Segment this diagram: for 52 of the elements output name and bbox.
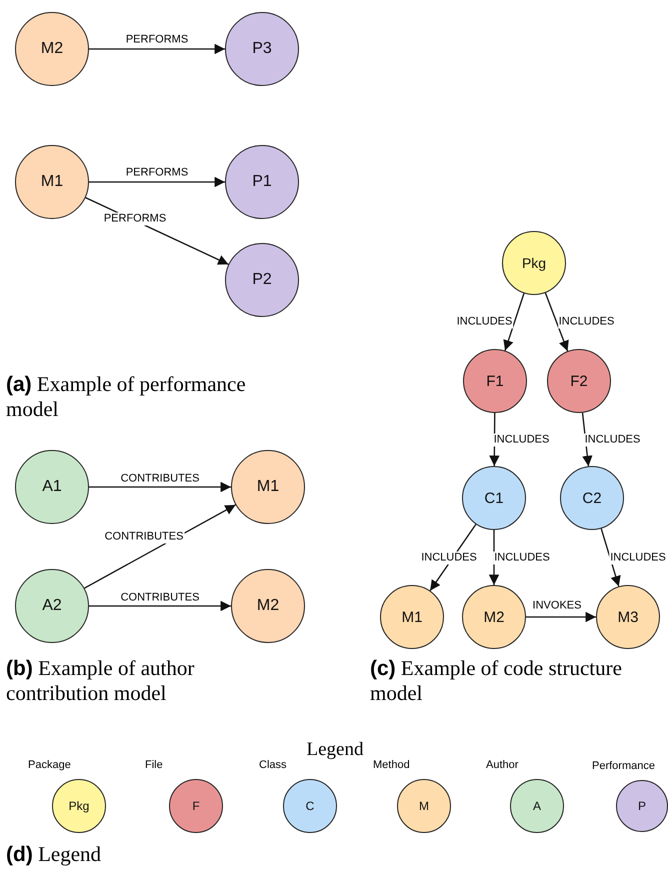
arrow bbox=[503, 293, 525, 351]
arrow bbox=[544, 292, 569, 352]
node-circle: Pkg bbox=[502, 231, 566, 295]
figure-caption: (d) Legend bbox=[6, 842, 102, 867]
legend-circle: C bbox=[283, 779, 337, 833]
node-circle: A2 bbox=[15, 569, 89, 643]
node-caption: Author bbox=[486, 759, 518, 771]
edge-label: CONTRIBUTES bbox=[104, 530, 184, 543]
edge-label: INCLUDES bbox=[492, 433, 550, 446]
arrow bbox=[600, 528, 621, 587]
arrow bbox=[89, 482, 231, 492]
node-circle: M1 bbox=[380, 585, 444, 649]
edge-label: INCLUDES bbox=[456, 316, 514, 328]
edge-label: INCLUDES bbox=[558, 316, 616, 328]
figure-caption: (b) Example of author contribution model bbox=[6, 656, 196, 706]
legend-circle: P bbox=[616, 780, 668, 832]
node-circle: P2 bbox=[225, 243, 299, 317]
node-circle: A1 bbox=[15, 450, 89, 524]
edge-label: INCLUDES bbox=[609, 551, 667, 564]
node-circle: M3 bbox=[596, 585, 660, 649]
edge-label: PERFORMS bbox=[102, 212, 168, 226]
figure-caption: (c) Example of code structure model bbox=[370, 656, 623, 706]
node-circle: F2 bbox=[547, 349, 611, 413]
edge-label: INCLUDES bbox=[493, 551, 551, 564]
arrow bbox=[89, 600, 231, 612]
figure-caption: (a) Example of performance model bbox=[6, 372, 247, 422]
legend-circle: A bbox=[510, 779, 564, 833]
arrow bbox=[84, 504, 236, 589]
node-circle: M2 bbox=[15, 12, 89, 86]
node-caption: Performance bbox=[592, 760, 655, 772]
node-caption: Class bbox=[259, 759, 287, 771]
edge-label: INCLUDES bbox=[420, 551, 478, 564]
legend-circle: Pkg bbox=[52, 779, 106, 833]
node-circle: M2 bbox=[462, 585, 526, 649]
node-circle: P3 bbox=[225, 12, 299, 86]
node-circle: M1 bbox=[231, 450, 305, 524]
legend-title: Legend bbox=[306, 738, 364, 762]
node-circle: C2 bbox=[560, 466, 624, 530]
arrow bbox=[526, 612, 596, 622]
node-circle: P1 bbox=[225, 145, 299, 219]
node-circle: M2 bbox=[231, 569, 305, 643]
edge-label: INCLUDES bbox=[584, 433, 642, 446]
legend-circle: M bbox=[397, 779, 451, 833]
legend-circle: F bbox=[169, 779, 223, 833]
node-circle: C1 bbox=[462, 466, 526, 530]
node-caption: Method bbox=[373, 759, 410, 771]
node-caption: File bbox=[145, 759, 163, 771]
node-circle: M1 bbox=[15, 145, 89, 219]
arrow bbox=[89, 176, 225, 188]
node-circle: F1 bbox=[463, 349, 527, 413]
node-caption: Package bbox=[28, 759, 71, 771]
arrow bbox=[89, 44, 225, 54]
